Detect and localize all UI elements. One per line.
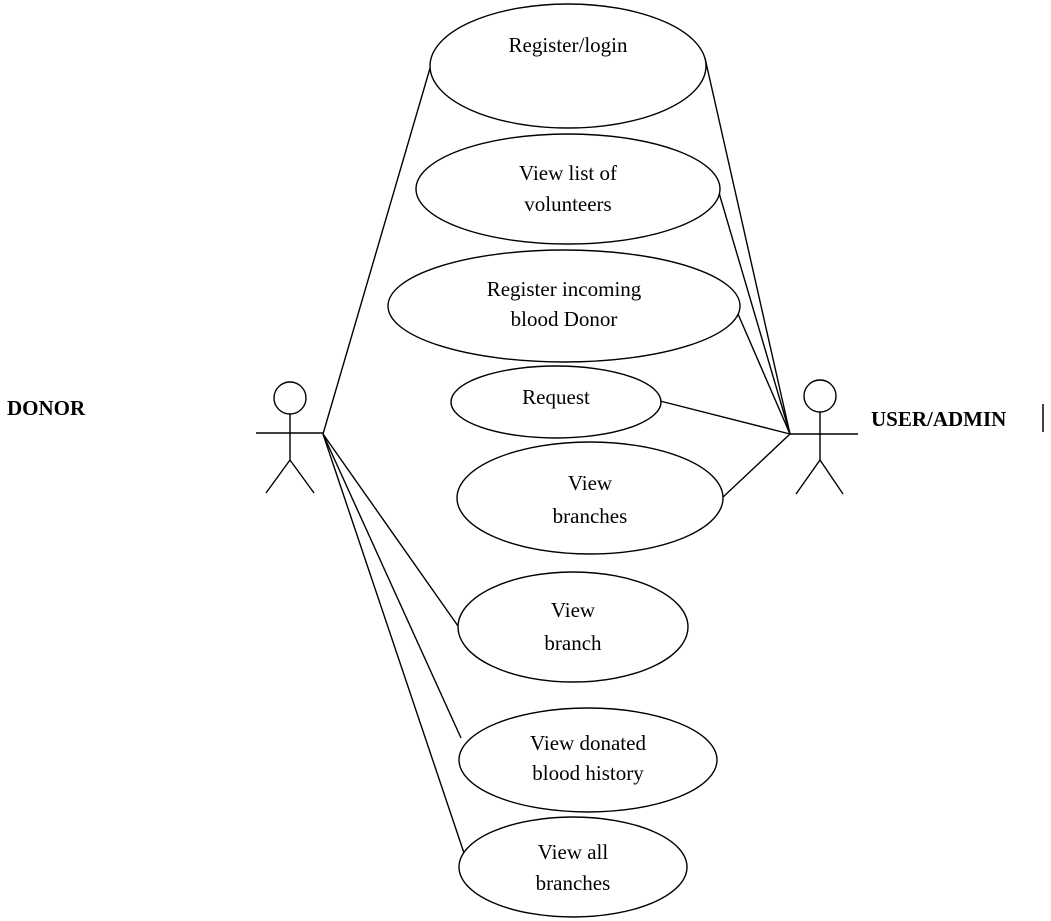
use-case-label: Register incoming [487, 277, 642, 301]
use-case-label: volunteers [524, 192, 611, 216]
use-case-ellipse [415, 133, 721, 245]
use-case-view-volunteers: View list of volunteers [415, 133, 721, 245]
use-case-view-donated-history: View donated blood history [458, 707, 718, 813]
use-case-label: blood Donor [511, 307, 618, 331]
use-case-label: branches [536, 871, 611, 895]
assoc-donor-view-donated-history [322, 433, 462, 739]
assoc-donor-view-branch [322, 433, 459, 627]
donor-actor-label: DONOR [7, 396, 86, 420]
use-case-ellipse [458, 816, 688, 918]
admin-actor-icon [790, 379, 858, 495]
use-case-label: View [551, 598, 596, 622]
use-case-ellipse [450, 365, 662, 439]
use-case-ellipse [457, 571, 689, 683]
use-case-ellipse [429, 3, 707, 129]
use-case-ellipse [456, 441, 724, 555]
donor-associations [322, 57, 465, 854]
use-case-label: View all [538, 840, 609, 864]
use-case-view-all-branches: View all branches [458, 816, 688, 918]
use-case-ellipse [458, 707, 718, 813]
assoc-admin-view-volunteers [716, 185, 791, 435]
donor-actor-icon [256, 381, 323, 494]
assoc-admin-view-branches [721, 433, 791, 499]
admin-actor-label: USER/ADMIN [871, 407, 1006, 431]
assoc-admin-register-donor [737, 313, 791, 435]
use-case-label: blood history [532, 761, 644, 785]
use-case-label: View [568, 471, 613, 495]
assoc-admin-register-login [704, 57, 791, 435]
assoc-donor-register-login [322, 57, 434, 435]
use-case-label: branches [553, 504, 628, 528]
use-case-request: Request [450, 365, 662, 439]
assoc-admin-request [659, 400, 791, 435]
use-case-label: View donated [530, 731, 646, 755]
use-case-view-branches: View branches [456, 441, 724, 555]
use-case-view-branch: View branch [457, 571, 689, 683]
assoc-donor-view-all-branches [322, 433, 465, 854]
use-case-ellipse [387, 249, 741, 363]
use-case-register-donor: Register incoming blood Donor [387, 249, 741, 363]
use-case-label: branch [544, 631, 602, 655]
use-case-label: Request [522, 385, 590, 409]
use-case-label: View list of [519, 161, 617, 185]
admin-associations [659, 57, 791, 499]
use-case-label: Register/login [509, 33, 628, 57]
use-case-register-login: Register/login [429, 3, 707, 129]
